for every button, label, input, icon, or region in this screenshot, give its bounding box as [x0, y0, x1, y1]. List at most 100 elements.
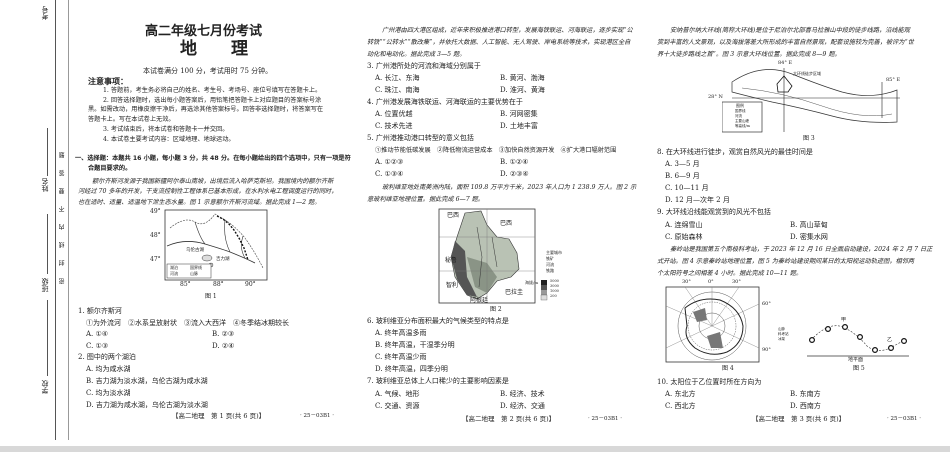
section-heading: 一、选择题：本题共 16 小题，每小题 3 分，共 48 分。在每小题给出的四个…	[75, 155, 351, 162]
q1-option-d[interactable]: D. ②④	[212, 342, 235, 350]
q10-option-d[interactable]: D. 西南方	[790, 402, 821, 410]
passage-line: 个太阳符号之间相差 4 小时。据此完成 10—11 题。	[657, 270, 803, 277]
fig3-lon-label: 85° E	[886, 77, 901, 83]
q8-option-b[interactable]: B. 6—9 月	[665, 172, 700, 180]
q4-stem: 4. 广州港发展海铁联运、河海联运的主要优势在于	[367, 98, 523, 106]
q7-option-d[interactable]: D. 经济、交通	[500, 402, 545, 410]
fig5-horizon-label: 地平面	[848, 357, 864, 363]
q4-option-b[interactable]: B. 河网密集	[500, 110, 538, 118]
q1-option-c[interactable]: C. ①③	[86, 342, 109, 350]
q5-option-a[interactable]: A. ①②③	[375, 158, 404, 166]
fig2-elevation-level: 200	[550, 294, 557, 298]
q2-option-a[interactable]: A. 均为咸水湖	[86, 365, 131, 373]
passage-line: 广州港由四大港区组成，近年来积极推进港口转型，发展海铁联运、河海联运，逐步实现“…	[382, 27, 633, 34]
label-exam-number: 考号	[41, 6, 49, 20]
q2-stem: 2. 图中的两个湖泊	[78, 353, 136, 361]
fig4-lon-label: 30°	[732, 279, 741, 285]
fig2-elevation-level: 1000	[550, 289, 559, 293]
q5-stem: 5. 广州港推动港口转型的意义包括	[367, 134, 474, 142]
figure-3-caption: 图 3	[803, 135, 815, 142]
subject-title: 地 理	[180, 39, 248, 59]
sun-symbol	[871, 347, 878, 354]
exam-info: 本试卷满分 100 分，考试用时 75 分钟。	[143, 67, 273, 75]
blank-name[interactable]	[47, 128, 48, 176]
q5-option-b[interactable]: B. ①②④	[500, 158, 529, 166]
q9-option-a[interactable]: A. 连绵雪山	[665, 221, 703, 229]
label-name: 姓名	[41, 178, 49, 192]
fig4-legend-item: 科考站	[778, 332, 789, 336]
sun-symbol	[887, 345, 894, 352]
q3-option-a[interactable]: A. 长江、东海	[375, 74, 420, 82]
passage-line: 动化和电动化。据此完成 3—5 题。	[367, 51, 466, 58]
fig4-lon-label: 60°	[762, 301, 771, 307]
q6-option-c[interactable]: C. 终年高温少雨	[375, 353, 427, 361]
passage-line: 河经过 70 多年的开发，干支流控制性工程体系已基本形成，在水利水电工程调度运行…	[78, 188, 338, 195]
q3-option-c[interactable]: C. 珠江、南海	[375, 86, 420, 94]
q7-stem: 7. 玻利维亚总体上人口稀少的主要影响因素是	[367, 377, 509, 385]
fig5-label-yi: 乙	[887, 337, 893, 343]
section-heading-cont: 合题目要求的。	[88, 165, 132, 172]
q1-statements: ①为外流河 ②水系呈放射状 ③流入大西洋 ④冬季结冰期较长	[86, 319, 289, 327]
q7-option-c[interactable]: C. 交通、资源	[375, 402, 420, 410]
page-code: · 25－03B1 ·	[300, 413, 335, 419]
q4-option-a[interactable]: A. 位置优越	[375, 110, 413, 118]
fig4-legend-item: 山脉	[778, 327, 785, 331]
fig2-legend-item: 铁路	[546, 268, 554, 273]
q10-option-c[interactable]: C. 西北方	[665, 402, 696, 410]
q3-option-b[interactable]: B. 黄河、渤海	[500, 74, 545, 82]
q6-option-b[interactable]: B. 终年高温，干湿季分明	[375, 341, 455, 349]
fig1-lon-label: 88°	[213, 281, 224, 288]
fig2-elevation-level: 3000	[550, 284, 559, 288]
q9-option-d[interactable]: D. 密集水网	[790, 233, 828, 241]
q2-option-b[interactable]: B. 吉力湖为淡水湖，乌伦古湖为咸水湖	[86, 377, 208, 385]
q8-option-a[interactable]: A. 3—5 月	[665, 160, 700, 168]
label-school: 学校	[41, 380, 49, 394]
fig3-legend-item: 河流	[735, 114, 742, 118]
q1-option-a[interactable]: A. ①④	[86, 330, 109, 338]
q7-option-a[interactable]: A. 气候、地形	[375, 390, 420, 398]
q8-stem: 8. 在大环线进行徒步，观赏自然风光的最佳时间是	[657, 148, 813, 156]
fig2-legend-item: 主要城市	[546, 250, 562, 255]
passage-line: 额尔齐斯河发源于我国新疆阿尔泰山南坡，出境后流入哈萨克斯坦。我国境内的额尔齐斯	[92, 178, 334, 185]
fig3-lon-label: 84° E	[778, 60, 793, 66]
fig1-lat-label: 48°	[150, 232, 161, 239]
blank-school[interactable]	[47, 300, 48, 376]
q5-option-d[interactable]: D. ②③④	[500, 170, 529, 178]
q9-option-b[interactable]: B. 高山草甸	[790, 221, 828, 229]
fig2-country: 巴拉圭	[505, 289, 524, 296]
passage-line: 式开站。图 4 示意秦岭站地理位置，图 5 为秦岭站建设期间某日的太阳视运动轨迹…	[657, 258, 915, 265]
q6-option-a[interactable]: A. 终年高温多雨	[375, 329, 427, 337]
blank-class[interactable]	[47, 214, 48, 274]
notice-2-cont: 黑。如需改动，用橡皮擦干净后，再选涂其他答案标号。回答非选择题时，将答案写在	[88, 106, 324, 113]
figure-5-sun-path	[807, 323, 909, 357]
q8-option-d[interactable]: D. 12 月—次年 2 月	[665, 196, 730, 204]
fig1-legend-item: 山脉	[190, 271, 198, 276]
page-footer: 【高二地理 第 1 页(共 6 页)】	[172, 412, 266, 420]
fig2-country: 秘鲁	[445, 257, 458, 264]
q10-option-b[interactable]: B. 东南方	[790, 390, 821, 398]
sun-symbol	[808, 337, 816, 344]
q1-option-b[interactable]: B. ②③	[212, 330, 235, 338]
q6-option-d[interactable]: D. 终年高温，四季分明	[375, 365, 448, 373]
q7-option-b[interactable]: B. 经济、技术	[500, 390, 545, 398]
figure-4-antarctica-map	[665, 286, 760, 363]
q5-option-c[interactable]: C. ①③④	[375, 170, 404, 178]
figure-1-caption: 图 1	[205, 293, 217, 300]
label-class: 班级	[41, 278, 49, 292]
fig1-place: 吉力湖	[216, 257, 230, 262]
q9-option-c[interactable]: C. 原始森林	[665, 233, 703, 241]
q4-option-d[interactable]: D. 土地丰富	[500, 122, 538, 130]
q4-option-c[interactable]: C. 技术先进	[375, 122, 413, 130]
sun-symbol	[841, 323, 848, 331]
q8-option-c[interactable]: C. 10—11 月	[665, 184, 709, 192]
fig1-lat-label: 49°	[150, 208, 161, 215]
q10-stem: 10. 太阳位于乙位置时所在方向为	[657, 378, 762, 386]
q3-option-d[interactable]: D. 淮河、黄海	[500, 86, 545, 94]
q2-option-c[interactable]: C. 均为淡水湖	[86, 389, 131, 397]
q10-option-a[interactable]: A. 东北方	[665, 390, 696, 398]
fig2-country: 巴西	[500, 220, 513, 227]
q2-option-d[interactable]: D. 吉力湖为咸水湖，乌伦古湖为淡水湖	[86, 401, 208, 409]
page-code: · 25－03B1 ·	[588, 416, 623, 422]
fig4-lon-label: 30°	[682, 279, 691, 285]
fig2-elevation-level: 5000	[550, 279, 559, 283]
